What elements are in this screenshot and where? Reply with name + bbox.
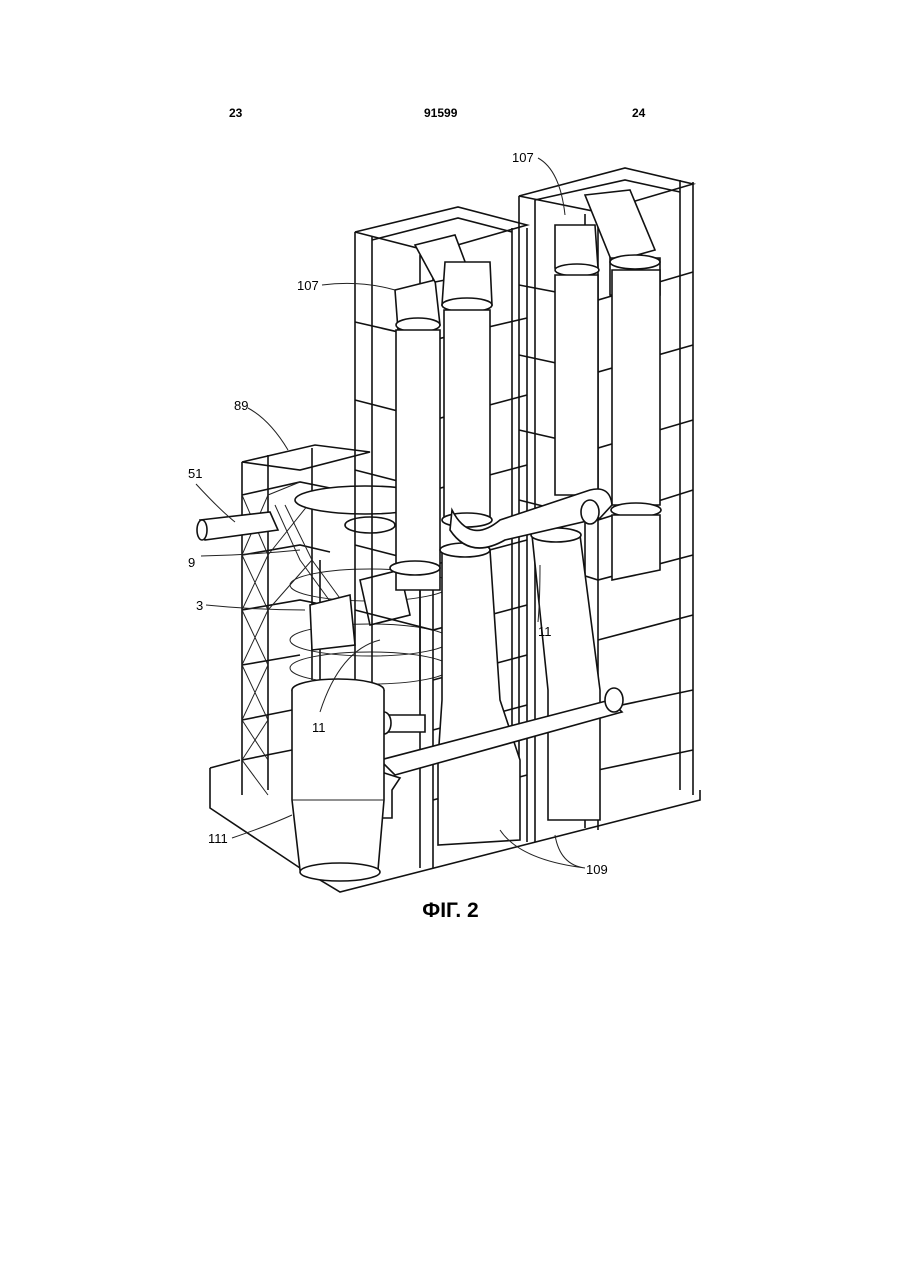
figure-caption: ФІГ. 2 [0,899,901,923]
label-107-left: 107 [297,278,319,293]
label-111: 111 [208,831,228,846]
label-9: 9 [188,555,195,570]
label-89: 89 [234,398,248,413]
label-11-right: 11 [538,624,552,639]
label-51: 51 [188,466,202,481]
label-107-right: 107 [512,150,534,165]
label-109: 109 [586,862,608,877]
label-3: 3 [196,598,203,613]
label-11-left: 11 [312,720,326,735]
separator-vessel [292,679,384,881]
